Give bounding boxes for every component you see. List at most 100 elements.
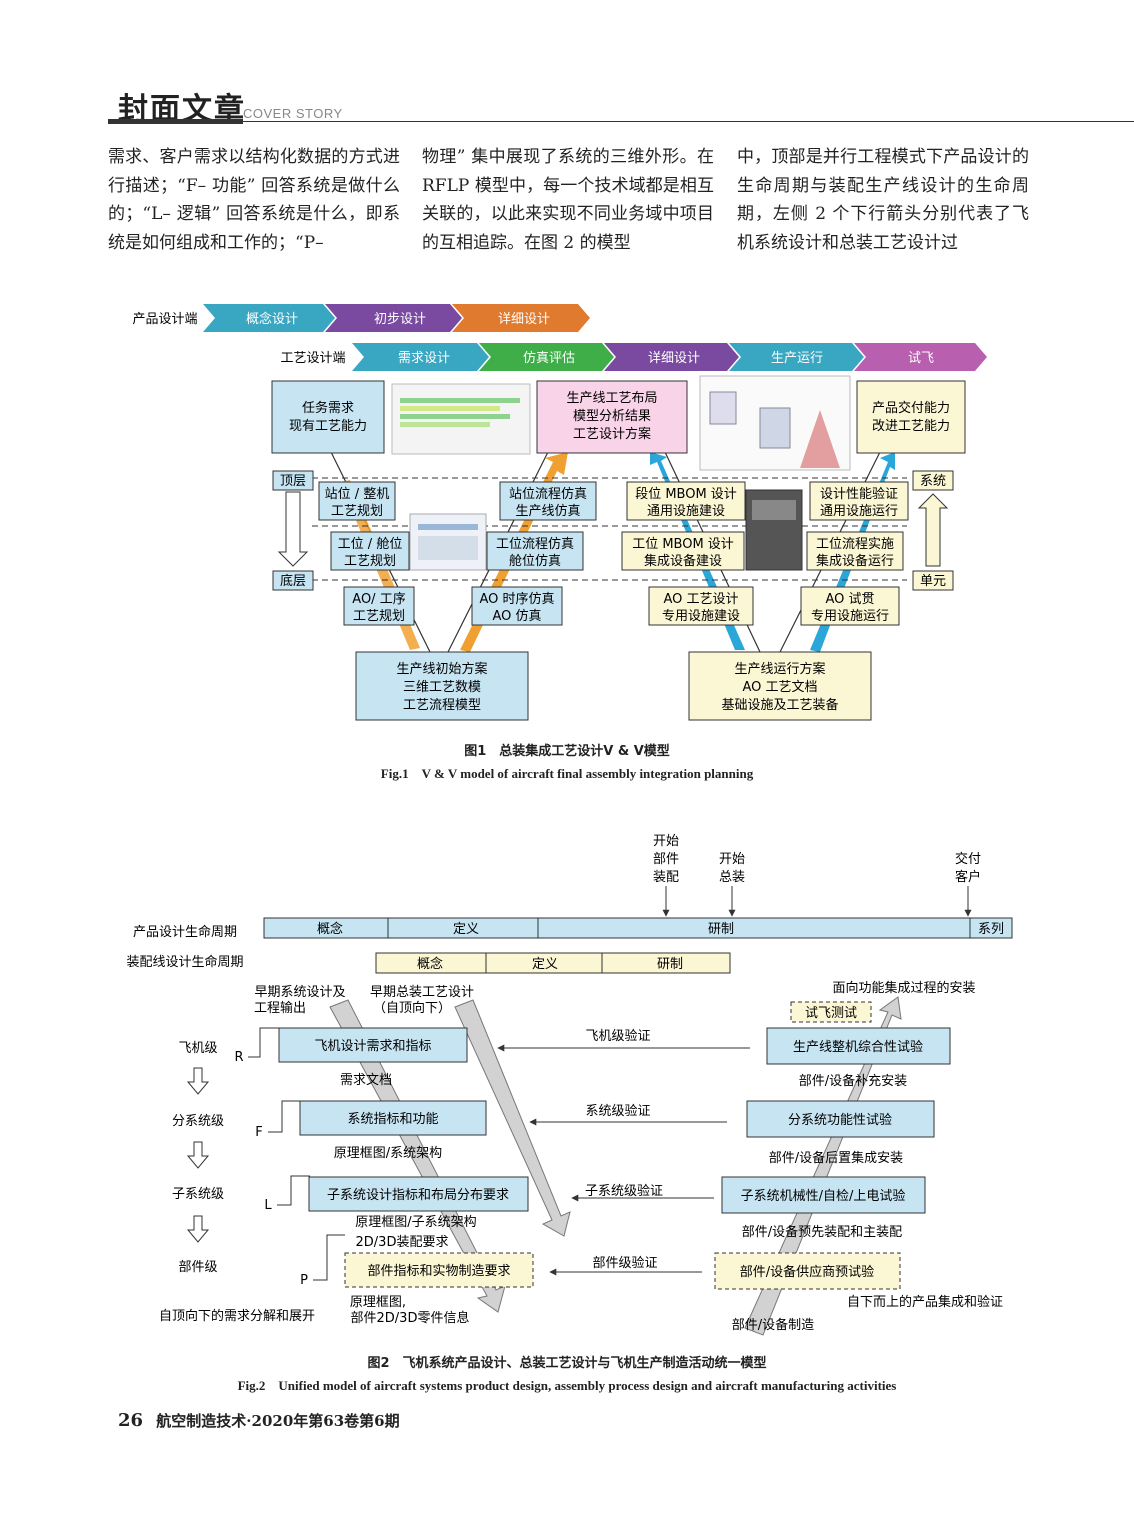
- svg-text:站位流程仿真: 站位流程仿真: [509, 487, 587, 502]
- svg-text:定义: 定义: [532, 957, 558, 972]
- svg-text:F: F: [255, 1125, 262, 1140]
- system-label: 系统: [920, 474, 946, 489]
- installation-label: 面向功能集成过程的安装: [832, 980, 975, 996]
- svg-text:分系统级: 分系统级: [172, 1114, 224, 1129]
- svg-text:L: L: [264, 1198, 272, 1213]
- svg-text:生产线运行方案: 生产线运行方案: [734, 661, 825, 677]
- task-box: [271, 380, 385, 454]
- figure-1-caption-cn: 图1 总装集成工艺设计V & V模型: [464, 744, 670, 759]
- svg-text:R: R: [234, 1050, 243, 1065]
- svg-text:工艺流程模型: 工艺流程模型: [403, 698, 481, 713]
- svg-text:分系统功能性试验: 分系统功能性试验: [788, 1112, 892, 1128]
- svg-text:研制: 研制: [657, 957, 683, 972]
- svg-text:自下而上的产品集成和验证: 自下而上的产品集成和验证: [847, 1294, 1003, 1310]
- top-layer-label: 顶层: [280, 474, 306, 489]
- svg-text:2D/3D装配要求: 2D/3D装配要求: [356, 1235, 449, 1250]
- svg-text:（自顶向下）: （自顶向下）: [373, 1000, 451, 1016]
- svg-text:AO 仿真: AO 仿真: [492, 609, 541, 624]
- svg-text:集成设备建设: 集成设备建设: [644, 553, 722, 569]
- svg-text:工位 / 舱位: 工位 / 舱位: [338, 537, 403, 552]
- header-rule: [108, 121, 1134, 122]
- svg-text:生产线工艺布局: 生产线工艺布局: [566, 391, 657, 406]
- svg-text:早期总装工艺设计: 早期总装工艺设计: [370, 985, 474, 1000]
- svg-text:部件/设备补充安装: 部件/设备补充安装: [799, 1073, 907, 1089]
- svg-text:原理框图,: 原理框图,: [350, 1295, 406, 1310]
- page-number: 26: [118, 1410, 144, 1431]
- svg-text:原理框图/子系统架构: 原理框图/子系统架构: [355, 1215, 476, 1230]
- svg-text:改进工艺能力: 改进工艺能力: [872, 419, 950, 434]
- svg-text:通用设施运行: 通用设施运行: [820, 504, 898, 519]
- body-column-1: 需求、客户需求以结构化数据的方式进行描述；“F– 功能” 回答系统是做什么的；“…: [108, 147, 400, 253]
- svg-text:工位 MBOM 设计: 工位 MBOM 设计: [632, 537, 734, 552]
- svg-text:生产线仿真: 生产线仿真: [515, 504, 580, 519]
- figure-1: 产品设计端 概念设计 初步设计 详细设计 工艺设计端 需求设计 仿真评估 详细设…: [132, 304, 987, 721]
- svg-text:系列: 系列: [978, 922, 1004, 937]
- svg-text:部件级验证: 部件级验证: [592, 1255, 657, 1271]
- process-phase-3: 详细设计: [648, 351, 700, 366]
- svg-text:早期系统设计及: 早期系统设计及: [254, 985, 345, 1000]
- flight-test-label: 试飞测试: [805, 1006, 857, 1021]
- figure-1-caption-en: Fig.1 V & V model of aircraft final asse…: [380, 766, 754, 781]
- svg-text:设计性能验证: 设计性能验证: [820, 486, 898, 502]
- svg-text:通用设施建设: 通用设施建设: [647, 504, 725, 519]
- svg-text:生产线初始方案: 生产线初始方案: [396, 661, 487, 677]
- svg-text:总装: 总装: [719, 870, 745, 885]
- product-lifecycle-label: 产品设计生命周期: [133, 924, 237, 940]
- svg-text:基础设施及工艺装备: 基础设施及工艺装备: [721, 697, 838, 713]
- svg-text:AO 试贯: AO 试贯: [825, 592, 874, 607]
- svg-text:工位流程仿真: 工位流程仿真: [496, 537, 574, 552]
- svg-text:部件级: 部件级: [178, 1260, 217, 1275]
- svg-text:部件: 部件: [653, 852, 679, 867]
- svg-text:现有工艺能力: 现有工艺能力: [289, 419, 367, 434]
- svg-text:P: P: [300, 1273, 308, 1288]
- section-subtitle: COVER STORY: [243, 106, 343, 121]
- svg-text:系统级验证: 系统级验证: [585, 1103, 650, 1119]
- svg-text:开始: 开始: [719, 852, 745, 867]
- svg-text:开始: 开始: [653, 834, 679, 849]
- product-phase-3: 详细设计: [498, 312, 550, 327]
- svg-text:系统指标和功能: 系统指标和功能: [347, 1112, 438, 1127]
- svg-text:子系统设计指标和布局分布要求: 子系统设计指标和布局分布要求: [327, 1188, 509, 1203]
- process-phase-2: 仿真评估: [523, 351, 575, 366]
- svg-text:概念: 概念: [417, 956, 443, 972]
- body-column-3: 中，顶部是并行工程模式下产品设计的生命周期与装配生产线设计的生命周期，左侧 2 …: [737, 147, 1029, 253]
- product-row-label: 产品设计端: [132, 312, 197, 327]
- svg-text:专用设施建设: 专用设施建设: [662, 609, 740, 624]
- svg-text:客户: 客户: [955, 869, 981, 885]
- svg-text:生产线整机综合性试验: 生产线整机综合性试验: [793, 1039, 923, 1055]
- svg-text:飞机设计需求和指标: 飞机设计需求和指标: [314, 1039, 431, 1054]
- bottom-layer-label: 底层: [280, 573, 306, 589]
- svg-text:工位流程实施: 工位流程实施: [816, 537, 894, 552]
- page-footer: 26 航空制造技术·2020年第63卷第6期: [118, 1410, 400, 1431]
- svg-text:AO 工艺文档: AO 工艺文档: [742, 680, 817, 695]
- process-phase-4: 生产运行: [771, 351, 823, 366]
- svg-text:工艺规划: 工艺规划: [353, 609, 405, 624]
- product-phase-2: 初步设计: [374, 312, 426, 327]
- body-column-2: 物理” 集中展现了系统的三维外形。在 RFLP 模型中，每一个技术域都是相互关联…: [422, 147, 714, 253]
- svg-text:子系统级验证: 子系统级验证: [585, 1183, 663, 1199]
- process-phase-1: 需求设计: [398, 351, 450, 366]
- process-phase-5: 试飞: [908, 351, 934, 366]
- journal-info: 航空制造技术·2020年第63卷第6期: [156, 1412, 400, 1430]
- product-phase-1: 概念设计: [246, 311, 298, 327]
- svg-text:舱位仿真: 舱位仿真: [509, 554, 561, 569]
- svg-text:概念: 概念: [317, 921, 343, 937]
- svg-text:站位 / 整机: 站位 / 整机: [325, 487, 390, 502]
- svg-text:装配: 装配: [653, 870, 679, 885]
- svg-text:交付: 交付: [955, 851, 981, 867]
- svg-text:定义: 定义: [453, 922, 479, 937]
- svg-text:段位 MBOM 设计: 段位 MBOM 设计: [635, 487, 737, 502]
- svg-text:需求文档: 需求文档: [340, 1073, 392, 1088]
- svg-text:部件/设备制造: 部件/设备制造: [732, 1317, 814, 1333]
- svg-text:AO 时序仿真: AO 时序仿真: [479, 592, 554, 607]
- product-phase-1-shape: [203, 304, 335, 332]
- svg-text:自顶向下的需求分解和展开: 自顶向下的需求分解和展开: [159, 1308, 315, 1324]
- svg-text:飞机级验证: 飞机级验证: [585, 1028, 650, 1044]
- svg-text:部件/设备预先装配和主装配: 部件/设备预先装配和主装配: [742, 1224, 902, 1240]
- svg-text:部件2D/3D零件信息: 部件2D/3D零件信息: [351, 1310, 470, 1326]
- delivery-box: [856, 380, 966, 454]
- figure-2: 开始 部件 装配 开始 总装 交付 客户 产品设计生命周期 概念 定义 研制 系…: [0, 820, 1134, 1354]
- figure-2-caption-cn: 图2 飞机系统产品设计、总装工艺设计与飞机生产制造活动统一模型: [367, 1356, 767, 1371]
- svg-text:原理框图/系统架构: 原理框图/系统架构: [334, 1146, 442, 1161]
- svg-text:工艺规划: 工艺规划: [331, 504, 383, 519]
